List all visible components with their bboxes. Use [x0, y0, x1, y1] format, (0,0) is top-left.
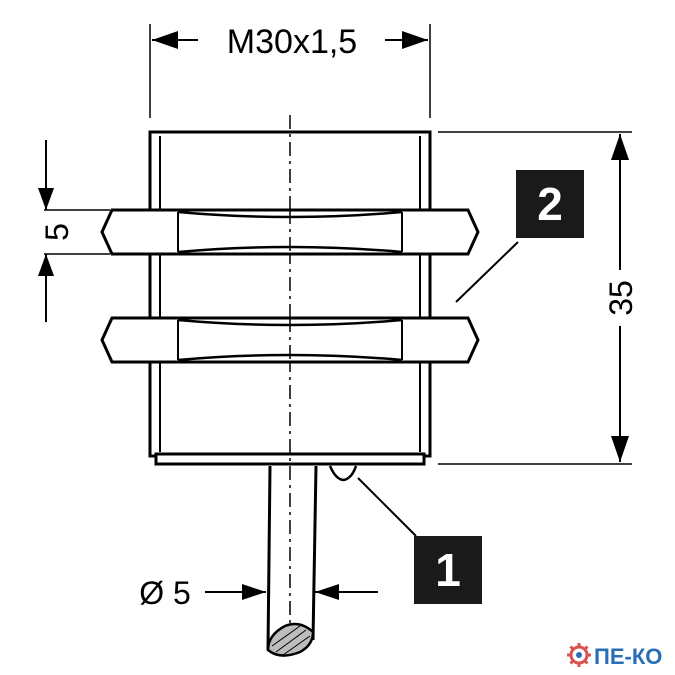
cable-diameter-dimension: Ø 5: [139, 575, 378, 611]
cable-diameter-label: Ø 5: [139, 575, 191, 611]
cable: [266, 465, 358, 657]
cable-callout: 1: [357, 477, 482, 604]
gear-icon: [567, 643, 591, 667]
upper-nut: [100, 208, 480, 256]
thread-label: M30x1,5: [227, 23, 357, 61]
sensor-body: [148, 115, 432, 640]
body-length-label: 35: [603, 280, 639, 316]
nut-thickness-label: 5: [39, 223, 75, 241]
nut-callout: 2: [455, 170, 584, 303]
thread-dimension: M30x1,5: [149, 23, 431, 118]
watermark-text: ПЕ-КО: [594, 644, 662, 669]
watermark-logo: ПЕ-КО: [567, 643, 662, 669]
cable-callout-number: 1: [435, 544, 461, 596]
nut-thickness-dimension: 5: [38, 140, 110, 322]
lower-nut: [100, 316, 480, 364]
nut-callout-number: 2: [537, 178, 563, 230]
body-length-dimension: 35: [438, 131, 639, 465]
